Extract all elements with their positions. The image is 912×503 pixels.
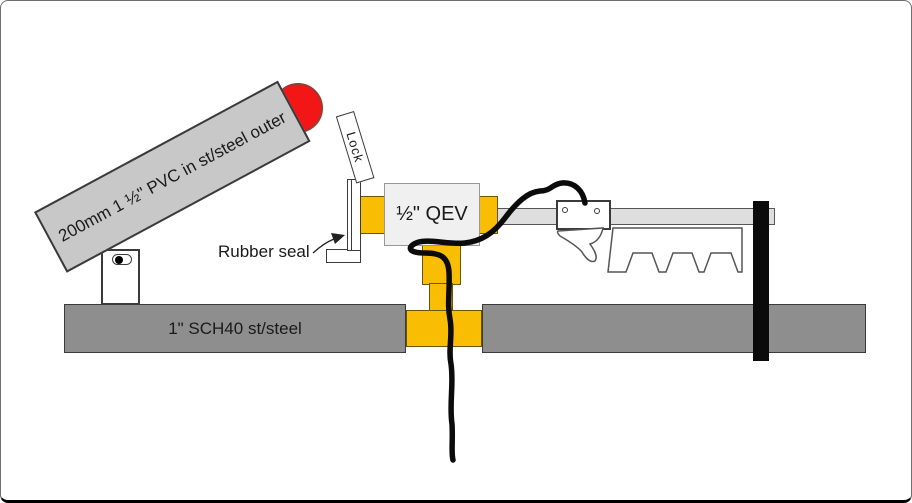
lock-tag: Lock [335,111,375,184]
screw-hole-icon [594,208,600,214]
qev-label: ½" QEV [396,203,468,225]
actuator-rod [497,208,775,225]
grip-rack-shape [607,227,743,273]
rubber-seal-label: Rubber seal [218,242,310,261]
pipe-right-segment [482,304,866,353]
rubber-seal-plate [347,179,361,251]
screw-hole-icon [562,207,568,213]
pipe-label: 1" SCH40 st/steel [168,318,302,338]
tee-body-fitting [406,310,482,347]
slider-block [556,200,611,230]
rubber-seal-arrowhead-icon [331,233,345,244]
qev-inlet-fitting [360,196,386,234]
lock-label: Lock [343,130,367,165]
rubber-seal-strip [351,180,352,250]
pivot-pin-dot [115,256,123,264]
qev-valve-body: ½" QEV [384,183,480,246]
tee-stem-fitting [429,283,453,312]
pipe-left-segment: 1" SCH40 st/steel [64,304,406,353]
trigger-shape [556,227,604,263]
barrel-label: 200mm 1 ½" PVC in st/steel outer [55,107,290,246]
qev-outlet-fitting [478,196,498,234]
seal-foot-bracket [326,249,361,263]
clamp-bar [753,201,769,361]
tee-collar-fitting [422,244,461,285]
